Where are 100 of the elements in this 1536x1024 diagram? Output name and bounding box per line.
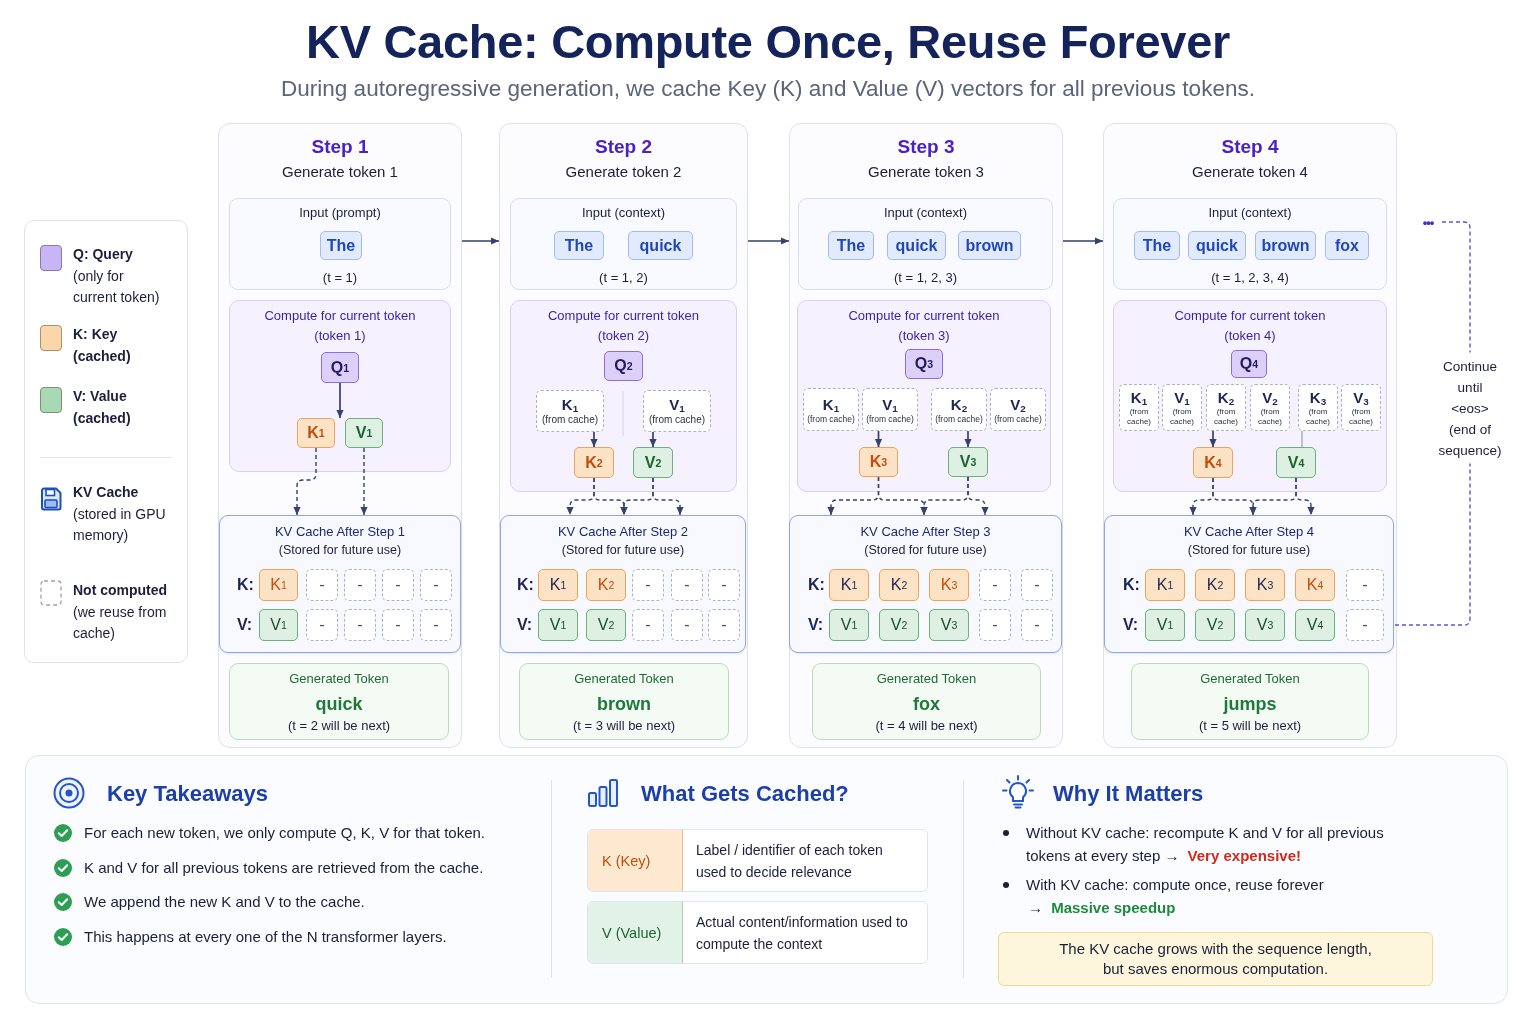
ellipsis-mark: •••: [1414, 212, 1442, 232]
empty-cache-slot: -: [306, 569, 338, 601]
cache-note: (from cache): [1213, 407, 1239, 426]
input-panel: [510, 198, 737, 290]
empty-cache-slot: -: [382, 609, 414, 641]
row-label: V:: [237, 616, 253, 634]
next-step-note: (t = 3 will be next): [572, 718, 676, 734]
reused-vector-slot: [931, 388, 987, 431]
cache-note: (from cache): [1305, 407, 1331, 426]
vector-label: K$_{3}$: [1309, 389, 1327, 407]
vector-label: V$_{3}$: [1353, 389, 1369, 407]
dashed-arrow: [877, 476, 928, 516]
reused-vector-slot: [536, 390, 604, 432]
empty-cache-slot: -: [344, 609, 376, 641]
cache-note: (from cache): [1348, 407, 1374, 426]
compute-subtitle: (token 3): [898, 328, 950, 344]
compute-title: Compute for current token: [548, 308, 699, 324]
reused-vector-slot: [1250, 384, 1290, 431]
step-panel: [218, 123, 462, 748]
arrow: [747, 237, 790, 245]
next-step-note: (t = 5 will be next): [1198, 718, 1302, 734]
input-panel: [229, 198, 451, 290]
next-step-note: (t = 2 will be next): [287, 718, 391, 734]
generated-token: jumps: [1223, 693, 1277, 715]
input-label: Input (context): [1208, 205, 1292, 221]
bullet-text: Without KV cache: recompute K and V for all previous tokens at every step → Very expensive!: [1026, 823, 1385, 866]
input-panel: [1113, 198, 1387, 290]
cache-table-row: [587, 829, 928, 892]
generated-token-panel: [229, 663, 449, 740]
reused-vector-slot: [1206, 384, 1246, 431]
empty-cache-slot: -: [708, 609, 740, 641]
compute-subtitle: (token 2): [597, 328, 650, 344]
kv-cache-panel: [789, 515, 1062, 653]
cache-title: KV Cache After Step 2: [557, 524, 689, 540]
compute-title: Compute for current token: [848, 308, 1000, 324]
token-chip: brown: [1255, 231, 1316, 260]
summary-panel: [25, 755, 1508, 1004]
section-heading: Key Takeaways: [107, 780, 269, 808]
legend-text: Q: Query (only for current token): [73, 245, 161, 307]
dashed-arrow: [360, 447, 368, 516]
cache-note: (from cache): [1169, 407, 1195, 426]
arrow: [1209, 430, 1217, 448]
empty-cache-slot: -: [632, 609, 664, 641]
cache-subtitle: (Stored for future use): [864, 542, 987, 558]
cache-title: KV Cache After Step 1: [274, 524, 406, 540]
step-panel: [1103, 123, 1397, 748]
compute-title: Compute for current token: [264, 308, 416, 324]
step-subtitle: Generate token 3: [868, 162, 984, 182]
empty-cache-slot: -: [1021, 569, 1053, 601]
vector-label: K$_{2}$: [950, 395, 968, 414]
section-heading: Why It Matters: [1053, 780, 1204, 808]
compute-panel: [229, 300, 451, 472]
token-chip: brown: [958, 231, 1021, 260]
input-panel: [798, 198, 1053, 290]
token-chip: The: [554, 231, 604, 260]
arrow: [1062, 237, 1104, 245]
empty-cache-slot: -: [382, 569, 414, 601]
vector-label: V$_{2}$: [1262, 389, 1278, 407]
vector-label: K$_{2}$: [1217, 389, 1235, 407]
takeaway-text: We append the new K and V to the cache.: [84, 892, 365, 912]
edge-label: Continue until <eos> (end of sequence): [1437, 352, 1503, 464]
dashed-arrow: [293, 447, 317, 516]
timestep-label: (t = 1): [322, 270, 358, 286]
reused-vector-slot: [990, 388, 1046, 431]
cache-note: (from cache): [807, 413, 855, 424]
generated-label: Generated Token: [1200, 671, 1300, 687]
bullet-text: → Massive speedup: [1028, 898, 1176, 918]
vector-label: V$_{2}$: [1010, 395, 1026, 414]
kv-cache-panel: [219, 515, 461, 653]
step-title: Step 3: [897, 135, 955, 159]
vector-label: K$_{1}$: [1130, 389, 1148, 407]
row-header: K (Key): [588, 830, 683, 891]
empty-cache-slot: -: [1346, 609, 1384, 641]
compute-subtitle: (token 4): [1224, 328, 1276, 344]
cache-note: (from cache): [994, 413, 1042, 424]
empty-cache-slot: -: [708, 569, 740, 601]
step-title: Step 4: [1221, 135, 1279, 159]
compute-title: Compute for current token: [1174, 308, 1326, 324]
cache-note: (from cache): [648, 414, 706, 426]
cache-note: (from cache): [1126, 407, 1152, 426]
takeaway-text: This happens at every one of the N transformer layers.: [84, 927, 447, 947]
empty-cache-slot: -: [344, 569, 376, 601]
cache-subtitle: (Stored for future use): [278, 542, 402, 558]
compute-panel: [797, 300, 1051, 492]
arrow: [964, 430, 972, 448]
arrow: [461, 237, 500, 245]
arrow: [336, 382, 344, 419]
vector-label: K$_{1}$: [561, 396, 579, 414]
reused-vector-slot: [1298, 384, 1338, 431]
legend-text: K: Key (cached): [73, 325, 132, 366]
cache-note: (from cache): [935, 413, 983, 424]
legend-text: KV Cache (stored in GPU memory): [73, 483, 167, 545]
takeaway-text: K and V for all previous tokens are retrieved from the cache.: [84, 858, 484, 878]
generated-label: Generated Token: [876, 671, 977, 687]
section-heading: What Gets Cached?: [641, 780, 849, 808]
legend-text: V: Value (cached): [73, 387, 132, 428]
step-title: Step 1: [311, 135, 369, 159]
empty-cache-slot: -: [632, 569, 664, 601]
generated-token-panel: [1131, 663, 1369, 740]
arrow: [649, 431, 657, 448]
